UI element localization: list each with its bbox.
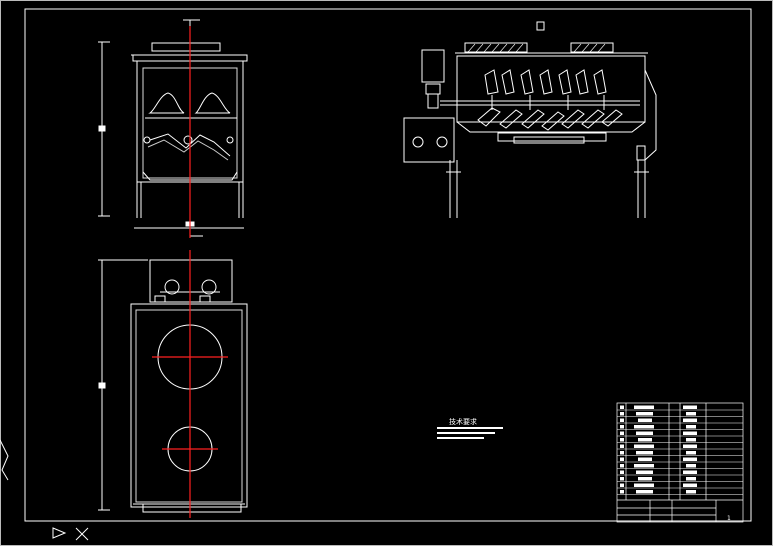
- elevation-view: [403, 21, 657, 218]
- parts-list-rows: [617, 409, 743, 495]
- parts-list-text-block: [620, 438, 624, 442]
- parts-list-text-block: [634, 464, 654, 468]
- parts-list-text-block: [620, 470, 624, 474]
- parts-list-text-block: [636, 431, 653, 435]
- parts-list-text-block: [620, 483, 624, 487]
- parts-list-text-block: [686, 425, 696, 429]
- parts-list-text-block: [620, 431, 624, 435]
- margin-marks: [0, 439, 89, 541]
- parts-list-text-block: [638, 457, 652, 461]
- plan-view-centerlines: [152, 250, 228, 518]
- parts-list-text-block: [620, 405, 624, 409]
- parts-list-text-block: [683, 444, 697, 448]
- parts-list-text-block: [634, 425, 654, 429]
- parts-list-text-block: [638, 418, 652, 422]
- parts-list-text-block: [636, 412, 653, 416]
- front-view: [98, 19, 248, 237]
- parts-list-text-block: [620, 490, 624, 494]
- parts-list-text-block: [620, 412, 624, 416]
- technical-notes-title: 技术要求: [449, 418, 477, 426]
- parts-list-text-blocks: [620, 405, 697, 494]
- parts-list-text-block: [636, 451, 653, 455]
- parts-list-text-block: [620, 444, 624, 448]
- parts-list-text-block: [634, 405, 654, 409]
- parts-list-text-block: [686, 477, 696, 481]
- parts-list-text-block: [683, 470, 697, 474]
- parts-list-text-block: [683, 431, 697, 435]
- parts-list-text-block: [686, 412, 696, 416]
- parts-list-text-block: [636, 490, 653, 494]
- elevation-hatching: [467, 43, 606, 53]
- parts-list-text-block: [686, 451, 696, 455]
- parts-list-text-block: [636, 470, 653, 474]
- parts-list-text-block: [638, 438, 652, 442]
- parts-list-text-block: [683, 418, 697, 422]
- parts-list-text-block: [634, 444, 654, 448]
- parts-list-text-block: [620, 425, 624, 429]
- sheet-number: 1: [727, 515, 731, 522]
- parts-list-text-block: [683, 457, 697, 461]
- parts-list-text-block: [620, 457, 624, 461]
- parts-list-text-block: [638, 477, 652, 481]
- plan-view: [98, 259, 248, 513]
- parts-list-text-block: [634, 483, 654, 487]
- parts-list-text-block: [620, 418, 624, 422]
- parts-list-text-block: [620, 451, 624, 455]
- parts-list-text-block: [683, 483, 697, 487]
- parts-list-text-block: [686, 438, 696, 442]
- parts-list-text-block: [683, 405, 697, 409]
- parts-list-text-block: [620, 464, 624, 468]
- parts-list-table: [616, 402, 744, 523]
- parts-list-text-block: [686, 490, 696, 494]
- parts-list-text-block: [686, 464, 696, 468]
- parts-list-text-block: [620, 477, 624, 481]
- technical-notes-lines: [437, 427, 503, 439]
